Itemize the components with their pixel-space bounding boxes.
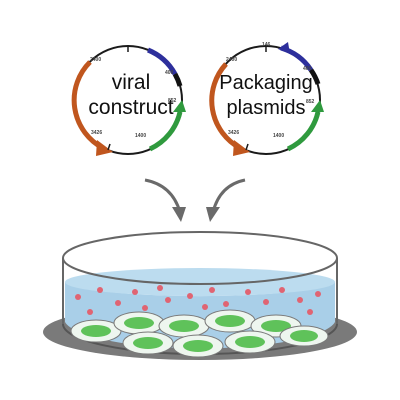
blue-arrowhead — [278, 42, 290, 54]
tick-label: 1400 — [273, 133, 284, 139]
plasmid-segment-orange — [71, 60, 105, 151]
dish-rim — [62, 231, 338, 285]
media-surface — [65, 268, 335, 296]
plasmid-label-line-1: viral — [112, 71, 151, 94]
arrowhead-left — [172, 207, 186, 222]
plasmid-segment-green — [148, 111, 183, 152]
cell — [122, 331, 174, 355]
culture-dish — [43, 231, 357, 360]
viral-particles — [75, 285, 321, 315]
plasmid-segment-orange — [209, 62, 242, 151]
tick-label: 2400 — [90, 57, 101, 63]
cell — [204, 309, 256, 333]
cell — [70, 319, 122, 343]
tick-label: 400 — [165, 70, 174, 76]
plasmid-label-line-2: construct — [88, 96, 173, 119]
tick-label: 852 — [168, 98, 177, 104]
plasmid-segment-black — [172, 72, 183, 87]
tick-label: 1400 — [135, 133, 146, 139]
tick-label: 2400 — [226, 57, 237, 63]
tick-label: 146 — [262, 42, 271, 48]
plasmid-segment-black — [308, 68, 321, 85]
tick-label: 3426 — [228, 130, 239, 136]
tick-label: 400 — [303, 66, 312, 72]
transfer-arrows — [144, 178, 246, 222]
plasmid-segment-blue — [146, 47, 178, 76]
cells — [70, 309, 329, 358]
cell — [113, 311, 165, 335]
cell — [279, 325, 329, 347]
orange-arrowhead — [96, 140, 113, 156]
green-arrowhead — [311, 100, 324, 112]
plasmid-segment-green — [286, 111, 321, 152]
viral-construct-plasmid: 2400 3426 1400 400 852 viral construct — [71, 45, 186, 156]
tick-label: 852 — [306, 99, 315, 105]
plasmid-label-line-2: plasmids — [227, 97, 306, 119]
plasmid-label-line-1: Packaging — [219, 72, 312, 94]
arrowhead-right — [206, 207, 220, 222]
tick-label: 3426 — [91, 130, 102, 136]
cell — [224, 330, 276, 354]
cell — [158, 314, 210, 338]
packaging-plasmid: 2400 3426 1400 146 400 852 Packaging pla… — [209, 42, 324, 156]
orange-arrowhead — [233, 140, 250, 156]
green-arrowhead — [173, 100, 186, 112]
cell — [172, 334, 224, 358]
